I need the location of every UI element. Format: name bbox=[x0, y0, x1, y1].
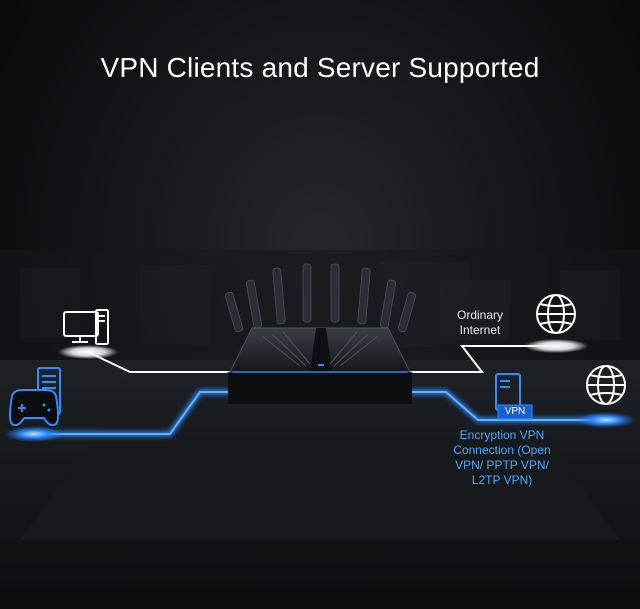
desktop-glow bbox=[58, 345, 118, 359]
ordinary-globe-glow bbox=[524, 339, 588, 353]
globe-icon-ordinary bbox=[536, 294, 576, 334]
page-title: VPN Clients and Server Supported bbox=[100, 52, 540, 83]
vpn-badge-box bbox=[497, 404, 533, 420]
desktop-computer-icon bbox=[63, 309, 109, 345]
background-structures bbox=[0, 250, 640, 360]
vpn-line-left bbox=[34, 391, 236, 435]
ordinary-line-right bbox=[398, 345, 548, 373]
gamepad-glow bbox=[4, 426, 64, 442]
ordinary-internet-label: Ordinary Internet bbox=[456, 308, 503, 337]
floor-platform bbox=[20, 430, 620, 540]
vpn-globe-glow bbox=[576, 412, 636, 428]
vpn-badge-label: VPN bbox=[504, 406, 526, 417]
encryption-vpn-caption: Encryption VPN Connection (Open VPN/ PPT… bbox=[453, 428, 551, 487]
vpn-line-right bbox=[410, 391, 604, 421]
router-base bbox=[228, 372, 412, 404]
gamepad-icon bbox=[9, 389, 59, 427]
globe-icon-vpn bbox=[586, 365, 626, 405]
ordinary-line-left bbox=[87, 351, 262, 373]
router-image bbox=[224, 263, 417, 373]
